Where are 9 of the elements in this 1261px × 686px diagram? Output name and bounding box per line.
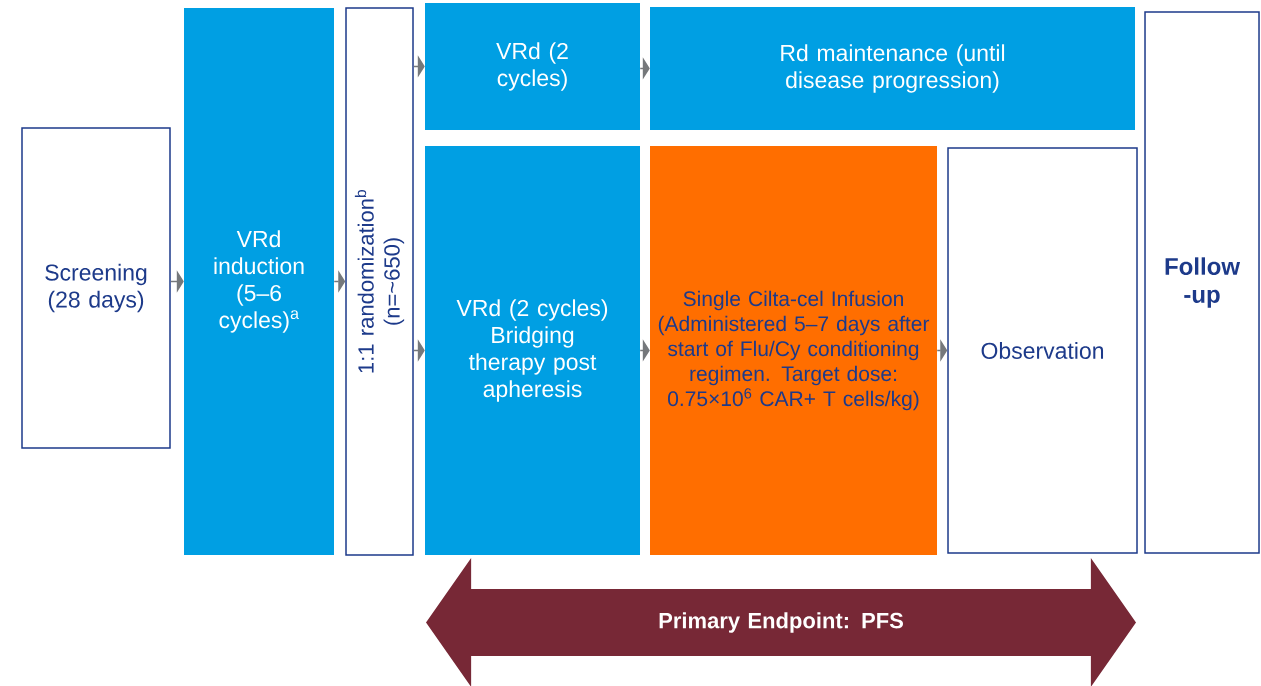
step-box: Observation: [947, 147, 1138, 554]
randomization-box: 1:1 randomization$^{b}$ (n=~650): [345, 7, 414, 556]
treatment-box: Rd maintenance (until disease progression): [650, 7, 1135, 130]
step-box: Screening (28 days): [21, 127, 171, 449]
treatment-box: VRd (2 cycles): [425, 3, 640, 130]
infusion-box: Single Cilta-cel Infusion (Administered 5–7 days after start of Flu/Cy conditioning regimen. Target dose: 0.75×10$^{6}$ CAR+ T cells/kg): [650, 146, 937, 555]
treatment-box: VRd induction (5–6 cycles)$^{a}$: [184, 8, 334, 555]
follow-up-box: Follow -up: [1144, 11, 1260, 554]
treatment-box: VRd (2 cycles) Bridging therapy post apheresis: [425, 146, 640, 555]
